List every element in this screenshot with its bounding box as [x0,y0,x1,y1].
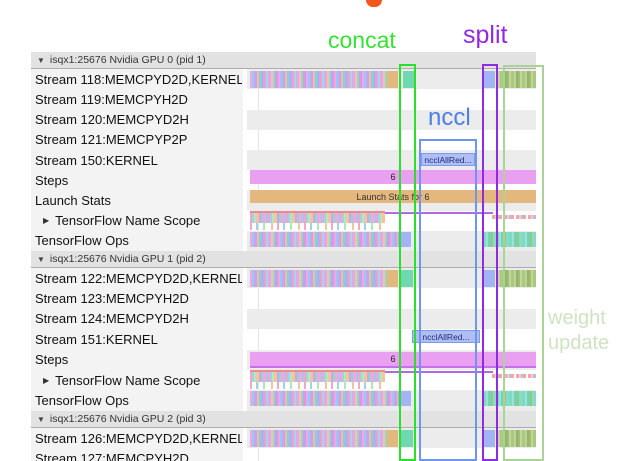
track-label-event[interactable]: Stream 150:KERNEL [31,150,242,170]
timeline-row-strip [247,308,536,330]
track-label-text: Stream 121:MEMCPYP2P [35,132,188,148]
track-label-text: Stream 123:MEMCPYH2D [35,290,189,306]
section-header[interactable]: ▼ isqx1:25676 Nvidia GPU 0 (pid 1) [31,52,536,69]
trace-event-segment[interactable] [387,71,398,89]
track-label-empty[interactable]: Stream 121:MEMCPYP2P [31,130,242,150]
flame-dense-bars [250,372,385,382]
track-label-text: TensorFlow Ops [35,392,129,408]
trace-events-flame[interactable] [250,212,385,230]
collapse-caret-icon[interactable]: ▼ [37,55,45,65]
track-label-empty[interactable]: Stream 124:MEMCPYD2H [31,309,242,329]
track-label-steps[interactable]: Steps [31,170,242,190]
track-label-text: Stream 124:MEMCPYD2H [35,311,189,327]
track-label-text: Stream 126:MEMCPYD2D,KERNEL,MI [35,430,242,446]
trace-event-segment[interactable] [385,211,493,214]
track-label-text: Stream 120:MEMCPYD2H [35,112,189,128]
track-label-namescope[interactable]: ▶ TensorFlow Name Scope [31,211,242,231]
weight-update-region-box [503,65,544,461]
track-label-empty[interactable]: Stream 123:MEMCPYH2D [31,288,242,308]
timeline-row-strip [247,109,536,130]
trace-event-segment[interactable] [400,270,413,287]
collapse-caret-icon[interactable]: ▼ [37,254,45,264]
annotation-weight-line1: weight [548,307,606,329]
trace-event-segment[interactable] [496,430,536,447]
track-label-text: Stream 119:MEMCPYH2D [35,91,188,107]
annotation-nccl: nccl [428,104,471,131]
track-label-ops[interactable]: TensorFlow Ops [31,231,242,251]
trace-event-bar[interactable]: 6 [250,351,536,366]
track-label-text: TensorFlow Ops [35,233,129,249]
annotation-split: split [463,21,508,49]
track-label-text: TensorFlow Name Scope [55,372,201,388]
track-label-empty[interactable]: Stream 120:MEMCPYD2H [31,110,242,130]
track-label-stream[interactable]: Stream 118:MEMCPYD2D,KERNEL,ME [31,69,242,89]
nccl-region-box [419,139,477,461]
flame-drip-bars [250,222,385,230]
trace-event-segment[interactable] [250,365,536,368]
track-label-stream[interactable]: Stream 126:MEMCPYD2D,KERNEL,MI [31,428,242,448]
track-label-stream[interactable]: Stream 122:MEMCPYD2D,KERNEL,MI [31,268,242,288]
trace-event-segment[interactable] [496,71,536,89]
expand-caret-icon[interactable]: ▶ [43,216,50,226]
collapse-caret-icon[interactable]: ▼ [37,414,45,424]
track-label-text: Stream 150:KERNEL [35,152,158,168]
trace-event-segment[interactable] [398,231,411,247]
split-region-box [482,64,498,461]
trace-event-segment[interactable] [483,71,495,89]
trace-event-segment[interactable] [250,430,387,447]
track-label-text: Launch Stats [35,192,111,208]
annotation-concat: concat [328,27,396,53]
trace-event-bar[interactable]: ncclAllRed... [421,153,475,166]
section-title: isqx1:25676 Nvidia GPU 0 (pid 1) [49,54,206,66]
track-label-text: Stream 122:MEMCPYD2D,KERNEL,MI [35,270,242,286]
trace-event-segment[interactable] [483,270,495,287]
trace-event-segment[interactable] [250,270,387,287]
trace-event-segment[interactable] [387,270,398,287]
section-title: isqx1:25676 Nvidia GPU 1 (pid 2) [49,253,206,265]
trace-event-segment[interactable] [387,430,398,447]
track-label-ops[interactable]: TensorFlow Ops [31,390,242,410]
annotation-weight-update: weight update [548,306,609,356]
trace-event-segment[interactable] [400,430,413,447]
trace-event-segment[interactable] [385,371,493,373]
section-header[interactable]: ▼ isqx1:25676 Nvidia GPU 1 (pid 2) [31,251,536,268]
trace-event-bar[interactable]: Launch Stats for 6 [250,190,536,204]
track-label-event[interactable]: Stream 151:KERNEL [31,329,242,349]
trace-event-segment[interactable] [250,71,387,89]
track-label-empty[interactable]: Stream 119:MEMCPYH2D [31,89,242,109]
trace-event-segment[interactable] [250,391,398,407]
trace-events-flame[interactable] [250,372,385,389]
track-label-text: TensorFlow Name Scope [55,213,201,229]
section-title: isqx1:25676 Nvidia GPU 2 (pid 3) [49,413,206,425]
track-label-text: Stream 118:MEMCPYD2D,KERNEL,ME [35,71,242,87]
trace-event-segment[interactable] [250,370,385,372]
track-label-namescope[interactable]: ▶ TensorFlow Name Scope [31,370,242,390]
annotation-weight-line2: update [548,332,610,354]
trace-event-segment[interactable] [492,374,536,378]
track-label-text: Steps [35,172,69,188]
trace-event-segment[interactable] [398,391,411,407]
section-header[interactable]: ▼ isqx1:25676 Nvidia GPU 2 (pid 3) [31,411,536,428]
flame-dense-bars [250,212,385,223]
trace-event-bar[interactable]: ncclAllRed... [412,330,480,344]
track-label-text: Stream 127:MEMCPYH2D [35,450,189,461]
trace-event-segment[interactable] [250,210,385,213]
track-label-steps[interactable]: Steps [31,350,242,370]
concat-region-box [399,64,416,461]
trace-event-bar[interactable]: 6 [250,170,536,185]
trace-event-segment[interactable] [492,214,536,219]
track-label-empty[interactable]: Stream 127:MEMCPYH2D [31,448,242,461]
orange-cutoff-glyph [366,0,382,7]
flame-drip-bars [250,382,385,389]
expand-caret-icon[interactable]: ▶ [43,375,50,385]
track-label-launch[interactable]: Launch Stats [31,190,242,210]
trace-event-segment[interactable] [403,71,416,89]
trace-event-segment[interactable] [250,231,398,247]
trace-event-segment[interactable] [483,430,495,447]
trace-event-segment[interactable] [496,270,536,287]
track-label-text: Stream 151:KERNEL [35,331,158,347]
track-label-text: Steps [35,352,69,368]
